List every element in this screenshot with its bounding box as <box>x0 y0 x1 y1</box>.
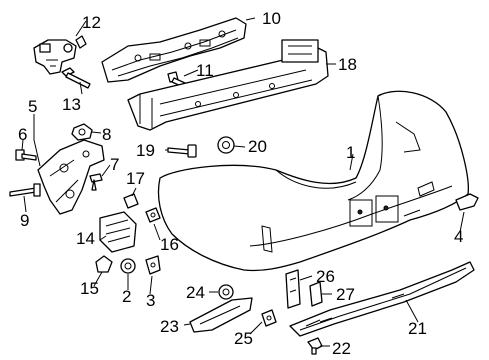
part-8-clip <box>71 123 93 141</box>
callout-15: 15 <box>80 279 99 298</box>
callout-4: 4 <box>454 227 463 246</box>
part-1-bumper-fascia <box>157 90 469 272</box>
part-4-reflector <box>455 193 479 211</box>
callout-14: 14 <box>76 229 95 248</box>
callout-labels: 12 10 11 18 13 5 8 6 19 20 1 7 17 9 4 14… <box>18 9 463 358</box>
callout-10: 10 <box>262 9 281 28</box>
callout-18: 18 <box>338 55 357 74</box>
callout-12: 12 <box>82 13 101 32</box>
part-26-bracket <box>285 269 301 309</box>
callout-19: 19 <box>136 141 155 160</box>
callout-13: 13 <box>62 95 81 114</box>
callout-2: 2 <box>122 287 131 306</box>
part-9-pin <box>9 183 41 197</box>
callout-9: 9 <box>20 211 29 230</box>
part-12-bracket <box>33 35 87 75</box>
callout-8: 8 <box>102 125 111 144</box>
part-14-bracket <box>99 211 137 253</box>
callout-16: 16 <box>160 235 179 254</box>
callout-6: 6 <box>18 125 27 144</box>
part-20-nut <box>217 136 235 154</box>
part-13-stud <box>61 67 91 89</box>
callout-22: 22 <box>332 339 351 358</box>
part-18-impact-bar <box>127 39 329 131</box>
callout-27: 27 <box>336 285 355 304</box>
part-25-clip <box>261 309 277 327</box>
part-21-valance <box>289 261 475 337</box>
part-24-grommet <box>218 284 234 300</box>
callout-25: 25 <box>234 329 253 348</box>
callout-21: 21 <box>408 319 427 338</box>
callout-3: 3 <box>146 291 155 310</box>
part-5-side-bracket <box>37 139 105 215</box>
part-17-clip <box>123 193 139 209</box>
callout-17: 17 <box>126 169 145 188</box>
callout-7: 7 <box>110 155 119 174</box>
callout-1: 1 <box>346 143 355 162</box>
part-19-bolt <box>167 144 197 158</box>
part-22-push-pin <box>307 337 323 355</box>
leader-lines <box>21 17 465 347</box>
part-15-grommet <box>95 255 113 273</box>
part-27-clip <box>309 281 323 307</box>
callout-20: 20 <box>248 137 267 156</box>
part-10-absorber <box>101 17 247 83</box>
part-6-fastener <box>15 149 37 161</box>
callout-5: 5 <box>28 97 37 116</box>
callout-23: 23 <box>160 317 179 336</box>
part-2-grommet <box>120 258 136 274</box>
callout-26: 26 <box>316 267 335 286</box>
part-3-clip <box>145 255 161 275</box>
part-16-clip <box>145 207 161 223</box>
callout-11: 11 <box>196 61 214 80</box>
callout-24: 24 <box>186 283 205 302</box>
part-7-screw <box>89 173 103 191</box>
part-23-lamp <box>189 297 253 333</box>
